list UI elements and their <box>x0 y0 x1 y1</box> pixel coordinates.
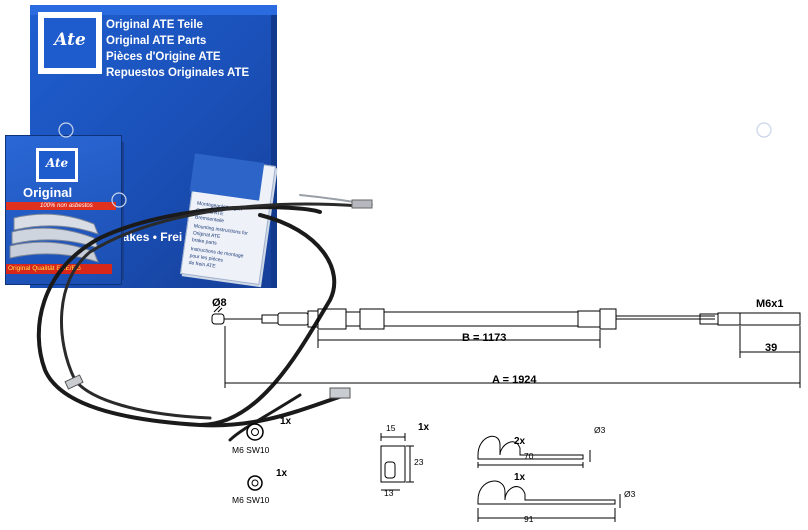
spring1-diameter: Ø3 <box>594 425 606 435</box>
clip-drawing <box>380 433 414 491</box>
clip-height-label: 23 <box>414 457 424 467</box>
clip-qty: 1x <box>418 422 430 433</box>
ate-logo-text: Ate <box>54 30 86 50</box>
nut2-qty: 1x <box>276 468 288 479</box>
dimension-b-label: B = 1173 <box>462 332 507 344</box>
ate-box-top-edge <box>30 5 277 15</box>
dimension-thread-length: 39 <box>765 342 778 354</box>
box-line-4: Repuestos Originales ATE <box>106 67 250 79</box>
spring2-length: 91 <box>524 514 534 524</box>
cable-diagram <box>211 308 801 330</box>
box-brakes-text: rakes • Frei os <box>118 230 200 244</box>
spring2-diameter: Ø3 <box>624 489 636 499</box>
nut1-qty: 1x <box>280 416 292 427</box>
cable-thread-label: M6x1 <box>756 298 784 310</box>
spring-drawing <box>477 480 621 522</box>
pad-box-red-strip <box>6 202 116 210</box>
clip-bottom-label: 13 <box>384 488 394 498</box>
spring1-length: 70 <box>524 451 534 461</box>
pad-box-title: Original <box>23 185 73 200</box>
pad-box-asbestos-text: 100% non asbestos <box>40 203 93 209</box>
spring-drawing <box>477 435 591 468</box>
dimension-a-label: A = 1924 <box>492 374 537 386</box>
pad-box-bottom-strip <box>6 264 112 274</box>
box-line-3: Pièces d'Origine ATE <box>106 51 221 63</box>
cable-photo <box>36 194 373 442</box>
pad-box-quality-text: Original Qualität ECE/EG <box>8 265 81 272</box>
spring2-qty: 1x <box>514 472 526 483</box>
dimension-lines <box>213 305 801 388</box>
clip-width-label: 15 <box>386 423 396 433</box>
ate-logo-small-text: Ate <box>45 156 69 170</box>
ate-logo: Ate <box>38 12 102 74</box>
nut1-label: M6 SW10 <box>232 445 270 455</box>
watermark-icon <box>58 122 772 208</box>
cable-end-left-label: Ø8 <box>212 297 227 309</box>
box-line-2: Original ATE Parts <box>106 35 207 47</box>
box-line-1: Original ATE Teile <box>106 19 203 31</box>
nut-icon <box>247 475 263 491</box>
ate-logo-small: Ate <box>36 148 78 182</box>
nut-icon <box>246 423 264 441</box>
nut2-label: M6 SW10 <box>232 495 270 505</box>
spring1-qty: 2x <box>514 436 526 447</box>
